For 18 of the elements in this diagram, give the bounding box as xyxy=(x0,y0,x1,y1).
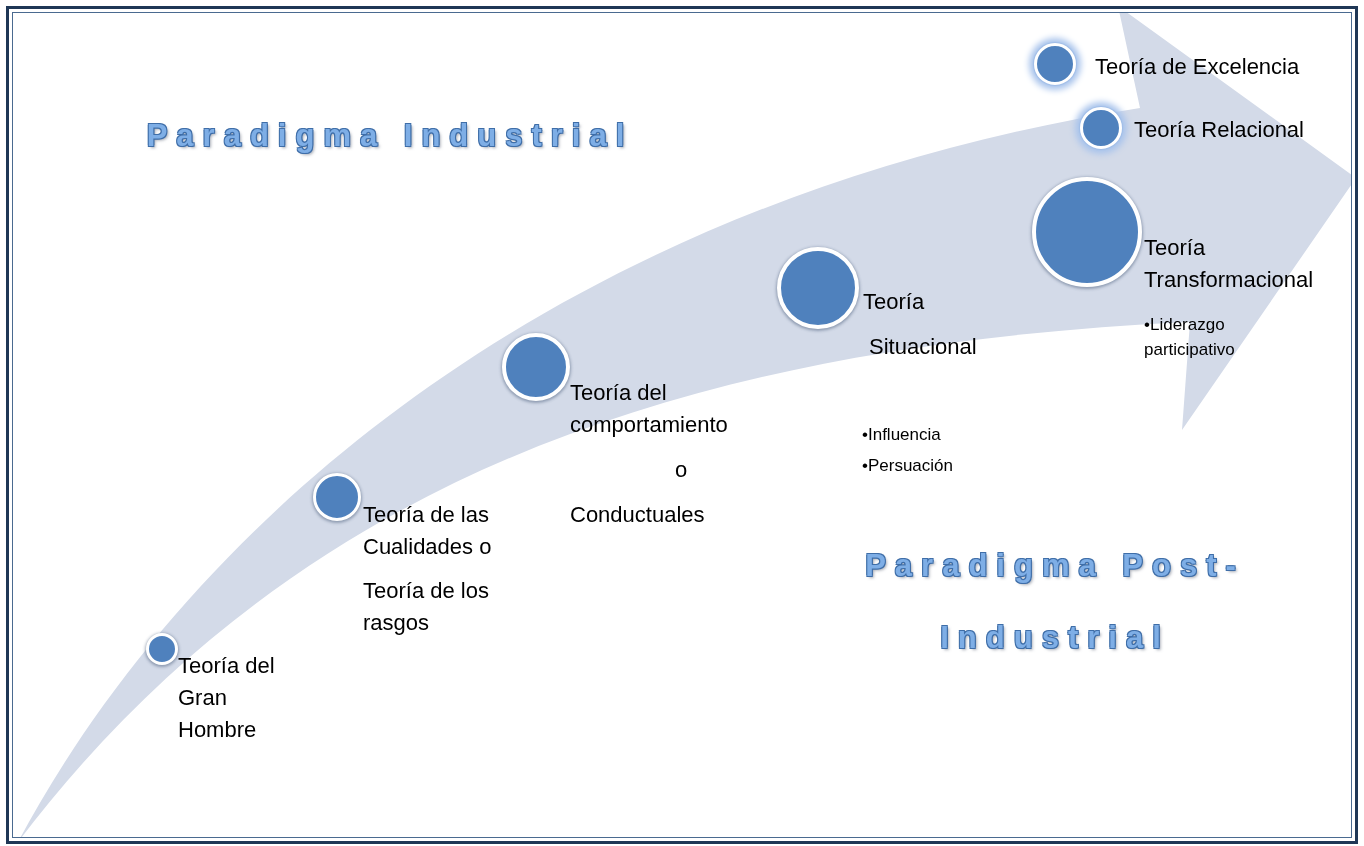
theory-label: Teoría del Gran Hombre xyxy=(178,652,276,744)
circle-node xyxy=(1034,43,1076,85)
theory-label: Teoría xyxy=(863,288,926,316)
circle-node xyxy=(1080,107,1122,149)
theory-label: Teoría Transformacional xyxy=(1144,234,1315,294)
bullet-text: •Persuación xyxy=(862,455,954,477)
theory-label: Teoría del comportamiento xyxy=(570,379,729,439)
theory-label: o xyxy=(675,456,689,484)
paradigm-title: Paradigma Post-Industrial xyxy=(864,547,1246,657)
theory-label: Teoría de los rasgos xyxy=(363,577,490,637)
theory-label: Situacional xyxy=(869,333,978,361)
theory-label: Teoría Relacional xyxy=(1134,116,1305,144)
theory-label: Teoría de las Cualidades o xyxy=(363,501,493,561)
theory-label: Conductuales xyxy=(570,501,706,529)
paradigm-title: Paradigma Industrial xyxy=(145,117,635,155)
theory-label: Teoría de Excelencia xyxy=(1095,53,1301,81)
bullet-text: •Influencia xyxy=(862,424,942,446)
bullet-text: •Liderazgo participativo xyxy=(1144,314,1236,361)
